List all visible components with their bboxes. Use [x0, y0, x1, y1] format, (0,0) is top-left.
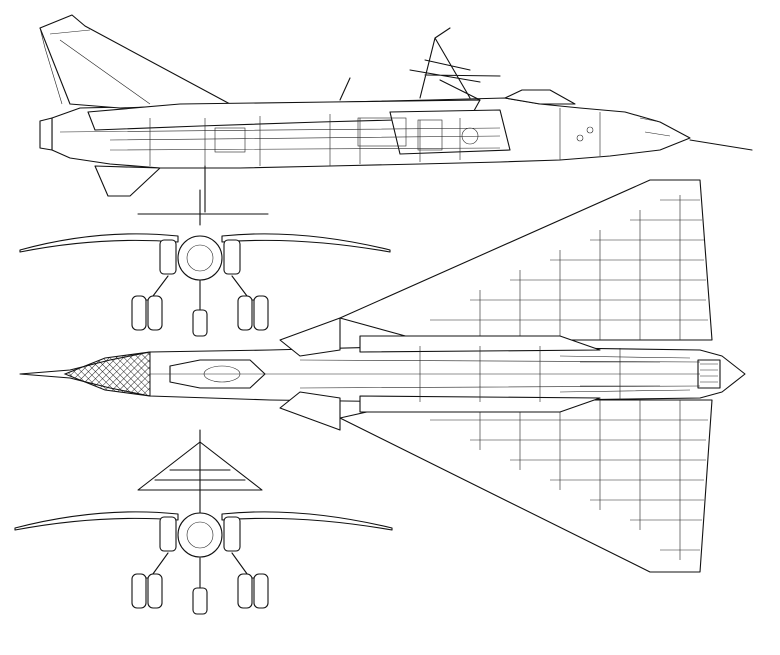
front-wing-right: [221, 233, 391, 253]
front-nose-wheel: [192, 309, 208, 337]
front-view-spread: [14, 429, 393, 615]
front-lower-wing-right: [221, 511, 393, 531]
pitot-probe: [689, 139, 753, 151]
side-canopy: [504, 89, 576, 105]
top-wing-grid: [430, 195, 708, 560]
top-tailplane-lower: [279, 391, 341, 431]
front-view-swept: [19, 189, 391, 337]
front-fuselage: [177, 235, 223, 281]
side-airbrake-frames: [409, 27, 501, 101]
front-intake-left: [159, 239, 177, 275]
front-wheel-left-2: [147, 295, 163, 331]
top-view: [19, 179, 746, 573]
front-wheel-left-1: [131, 295, 147, 331]
top-wing-lower: [339, 399, 713, 573]
front-lower-fuselage: [177, 512, 223, 558]
side-ventral-fin: [94, 165, 161, 197]
top-tailplane-upper: [279, 317, 341, 357]
side-intake: [389, 109, 511, 155]
front-tail-triangle: [137, 441, 263, 491]
front-wing-left: [19, 233, 179, 253]
side-vertical-fin: [39, 14, 231, 109]
side-engine-nozzle: [39, 117, 53, 151]
front-intake-right: [223, 239, 241, 275]
front-wheel-right-1: [237, 295, 253, 331]
top-radome: [63, 351, 151, 397]
front-lower-wing-left: [14, 511, 179, 531]
side-view: [39, 14, 753, 213]
front-wheel-right-2: [253, 295, 269, 331]
